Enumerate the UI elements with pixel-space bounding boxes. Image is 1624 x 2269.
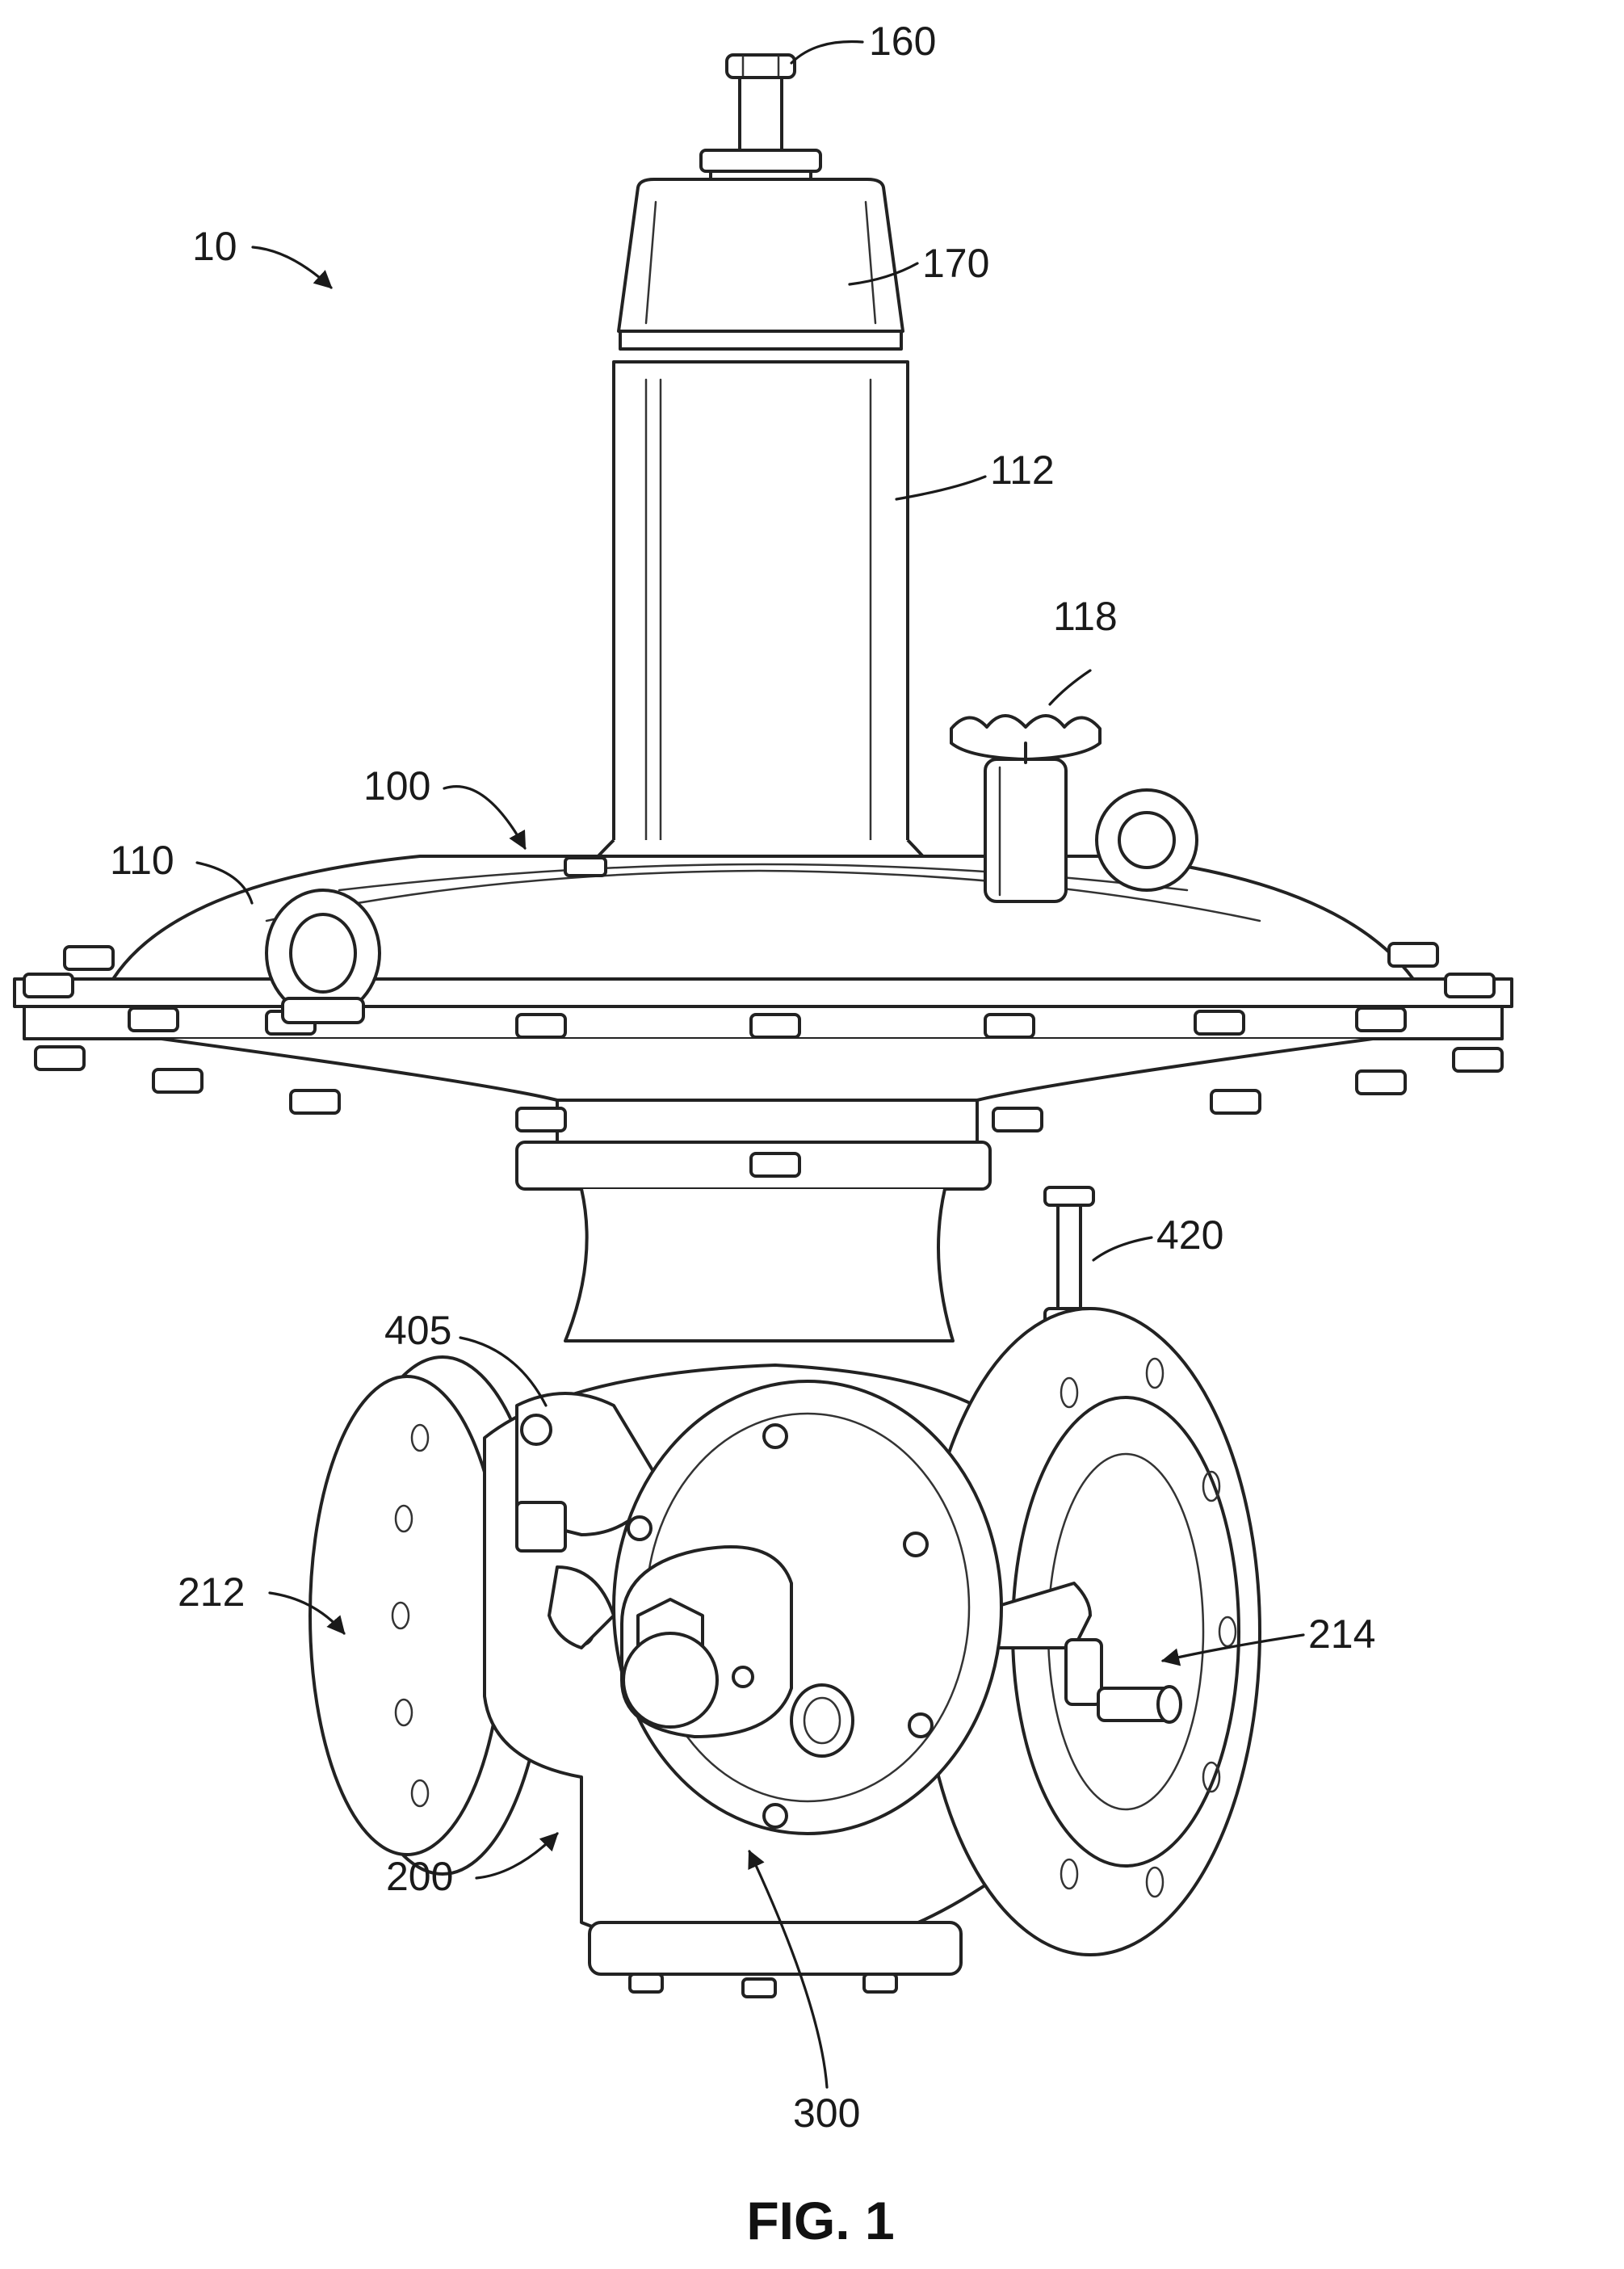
sense-line-drawing (1045, 1187, 1093, 1326)
label-diaphragm-casing: 110 (110, 838, 174, 883)
label-sense-line: 420 (1156, 1212, 1223, 1258)
label-sense-port: 405 (384, 1308, 451, 1353)
label-actuator: 100 (363, 763, 430, 809)
figure-caption: FIG. 1 (746, 2191, 894, 2250)
label-valve-body: 200 (386, 1854, 453, 1899)
label-adjust-screw: 160 (869, 19, 936, 64)
label-inlet-flange: 212 (178, 1569, 245, 1615)
label-handwheel: 118 (1053, 594, 1118, 639)
adjust-screw-drawing (701, 55, 820, 189)
spring-case-drawing (557, 362, 963, 913)
valve-neck-drawing (565, 1189, 953, 1341)
pilot-drawing (614, 1381, 1001, 1834)
spring-cap-drawing (619, 179, 903, 349)
label-spring-case: 112 (990, 447, 1055, 493)
label-outlet-flange: 214 (1308, 1611, 1375, 1657)
label-pilot: 300 (793, 2090, 860, 2136)
label-spring-cap: 170 (922, 241, 989, 286)
regulator-drawing (15, 55, 1512, 1997)
label-assembly: 10 (192, 224, 237, 269)
